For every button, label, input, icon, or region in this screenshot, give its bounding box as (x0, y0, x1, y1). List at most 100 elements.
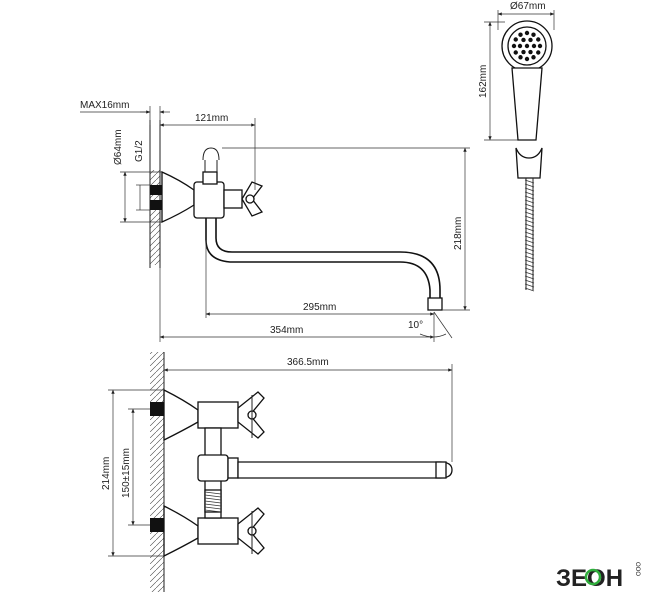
dim-total-depth: 354mm (270, 325, 303, 336)
shower-bracket (515, 147, 543, 179)
dim-offset: 121mm (195, 113, 228, 124)
diverter-body (197, 454, 229, 482)
nozzle (513, 37, 518, 42)
hose-ring (524, 263, 535, 268)
front-view: 366.5mm 214mm 150±15mm (101, 352, 453, 592)
valve-lower (197, 517, 239, 545)
diverter-top (202, 171, 218, 185)
nozzle (524, 43, 530, 49)
shower-holder (202, 147, 220, 161)
hose-ring (524, 251, 535, 256)
nozzle (531, 43, 537, 49)
nozzle (528, 37, 533, 43)
side-view: MAX16mm 121mm Ø64mm G1/2 218mm 295mm 354… (80, 100, 470, 342)
escutcheon-upper (163, 388, 199, 442)
thread-line (204, 500, 222, 504)
hose-ring (524, 279, 535, 284)
dim-centers: 150±15mm (121, 448, 132, 498)
dim-total-height: 214mm (101, 457, 112, 490)
escutcheon-lower (163, 504, 199, 558)
wall-section-top (150, 170, 160, 265)
nozzle (528, 49, 533, 55)
cross-handle-upper (237, 391, 265, 439)
nozzle (517, 43, 523, 49)
hose-ring (524, 275, 535, 280)
dim-max-wall: MAX16mm (80, 100, 129, 111)
nozzle (513, 50, 518, 55)
hose-ring (524, 183, 535, 188)
thread-line (204, 494, 222, 498)
valve-upper (197, 401, 239, 429)
hose-ring (524, 255, 535, 260)
dim-thread: G1/2 (134, 140, 145, 162)
hose-ring (524, 227, 535, 232)
thread-line (204, 506, 222, 510)
hose-ring (524, 199, 535, 204)
hose-ring (524, 247, 535, 252)
thread-line (204, 503, 222, 507)
nozzle (536, 37, 541, 42)
cross-handle-side (223, 181, 264, 217)
hose-ring (524, 283, 535, 288)
nozzle (536, 50, 541, 55)
hose-ring (524, 231, 535, 236)
nozzle (537, 43, 543, 49)
valve-body (193, 181, 225, 219)
shower-head-view: Ø67mm 162mm (478, 1, 555, 292)
hose-ring (524, 259, 535, 264)
diverter-knob (227, 457, 239, 479)
thread-lines (204, 491, 222, 513)
nozzle (518, 55, 523, 60)
eccentric-upper (150, 402, 164, 416)
nozzle (521, 49, 526, 55)
nozzle (524, 56, 530, 62)
hose-ring (524, 207, 535, 212)
logo-brand: ЗЕОН (556, 565, 623, 592)
hose-ring (524, 287, 535, 292)
cross-handle-lower (237, 507, 265, 555)
hose-ring (524, 195, 535, 200)
dim-spout-reach: 295mm (303, 302, 336, 313)
dim-height: 218mm (453, 217, 464, 250)
thread-line (204, 509, 222, 513)
eccentric-fitting (150, 185, 162, 195)
thread-line (204, 491, 222, 495)
eccentric-lower (150, 518, 164, 532)
hose-ring (524, 187, 535, 192)
logo-accent-ring (584, 568, 602, 586)
hose-ring (524, 223, 535, 228)
hose-rings (524, 179, 535, 292)
shower-nozzles (511, 30, 543, 62)
hose-ring (524, 235, 535, 240)
spout-outer (215, 218, 441, 300)
logo-sub: ООО (634, 562, 640, 576)
nozzle (531, 32, 536, 37)
hose-ring (524, 211, 535, 216)
hose-ring (524, 215, 535, 220)
nozzle (511, 43, 517, 49)
dim-head-length: 162mm (478, 65, 489, 98)
escutcheon (161, 170, 195, 224)
spout (205, 218, 431, 300)
aerator-front (435, 461, 447, 479)
brand-logo: ЗЕОН ООО (556, 562, 640, 592)
nozzle (521, 37, 526, 43)
dim-total-length: 366.5mm (287, 357, 329, 368)
dim-pipe-dia: Ø64mm (113, 129, 124, 165)
hose-ring (524, 191, 535, 196)
nozzle (518, 32, 523, 37)
spout-front (237, 461, 453, 479)
aerator (427, 297, 443, 311)
hose-ring (524, 239, 535, 244)
dim-head-dia: Ø67mm (510, 1, 546, 12)
hose-ring (524, 219, 535, 224)
dim-angle: 10° (408, 320, 423, 331)
hose-ring (524, 179, 535, 184)
hose-ring (524, 243, 535, 248)
nozzle (524, 30, 530, 36)
shower-handle (511, 67, 543, 141)
hose-ring (524, 267, 535, 272)
eccentric-fitting (150, 200, 162, 210)
nozzle (531, 55, 536, 60)
